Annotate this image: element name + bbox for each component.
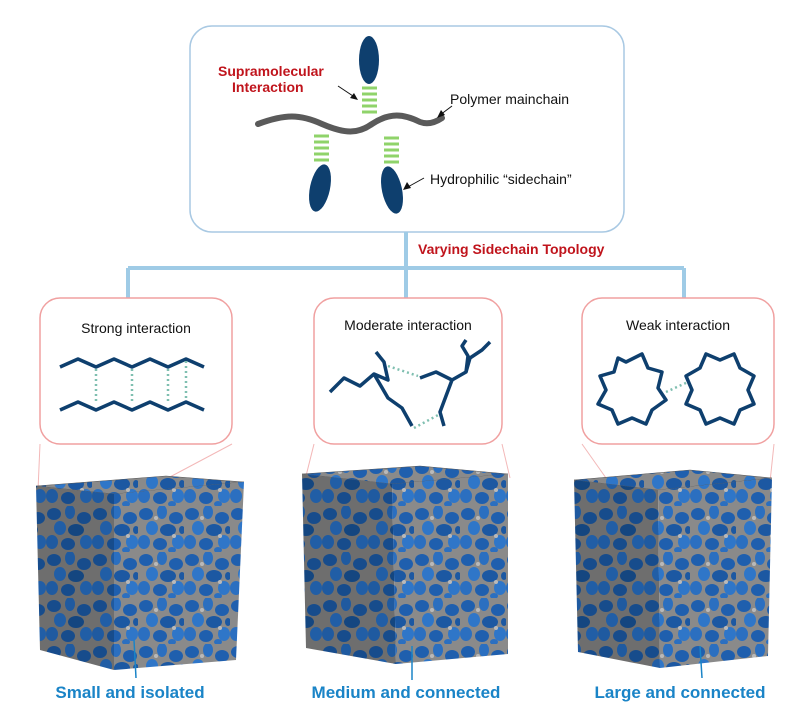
arrowhead-supramolecular	[350, 93, 358, 100]
zoom-guides	[37, 443, 775, 491]
polymer-mainchain-line	[255, 112, 445, 135]
weak-ring-left	[596, 352, 668, 426]
supramolecular-label-line2: Interaction	[232, 79, 304, 95]
connector-tree	[126, 232, 686, 298]
moderate-chain-b-branch	[438, 379, 454, 427]
caption-small-isolated: Small and isolated	[55, 683, 204, 702]
hydrophilic-sidechain-label: Hydrophilic “sidechain”	[430, 171, 572, 187]
cube-3-pointer	[699, 645, 703, 679]
top-panel-box	[189, 25, 625, 233]
arrowhead-mainchain	[437, 110, 445, 118]
panel-strong-title: Strong interaction	[81, 320, 191, 336]
weak-ring-right	[684, 352, 756, 426]
caption-medium-connected: Medium and connected	[312, 683, 501, 702]
panel-weak-title: Weak interaction	[626, 317, 730, 333]
caption-large-connected: Large and connected	[595, 683, 766, 702]
cube-medium-connected	[301, 465, 509, 664]
sidechain-ellipse-left	[309, 164, 331, 212]
strong-chain-top	[59, 357, 205, 369]
cube-large-connected	[573, 469, 773, 668]
polymer-mainchain-label: Polymer mainchain	[450, 91, 569, 107]
moderate-chain-a-branch	[372, 373, 414, 427]
supramolecular-label-line1: Supramolecular	[218, 63, 324, 79]
moderate-dotted-links	[387, 364, 441, 430]
cube-1-pointer	[133, 639, 137, 679]
strong-chain-bottom	[59, 400, 205, 412]
varying-topology-label: Varying Sidechain Topology	[418, 241, 605, 257]
panel-moderate-box	[313, 297, 503, 445]
arrowhead-sidechain	[403, 182, 411, 190]
cube-small-isolated	[35, 475, 245, 670]
sidechain-ellipse-top	[359, 36, 379, 84]
strong-dotted-links	[94, 361, 188, 401]
supramolecular-bond-right	[384, 136, 399, 164]
weak-dotted-link	[665, 380, 689, 394]
supramolecular-bond-left	[314, 134, 329, 162]
moderate-chain-b-branch2	[460, 339, 470, 373]
supramolecular-bond-top	[362, 86, 377, 114]
sidechain-ellipse-right	[381, 166, 403, 214]
panel-weak-box	[581, 297, 775, 445]
panel-moderate-title: Moderate interaction	[344, 317, 472, 333]
